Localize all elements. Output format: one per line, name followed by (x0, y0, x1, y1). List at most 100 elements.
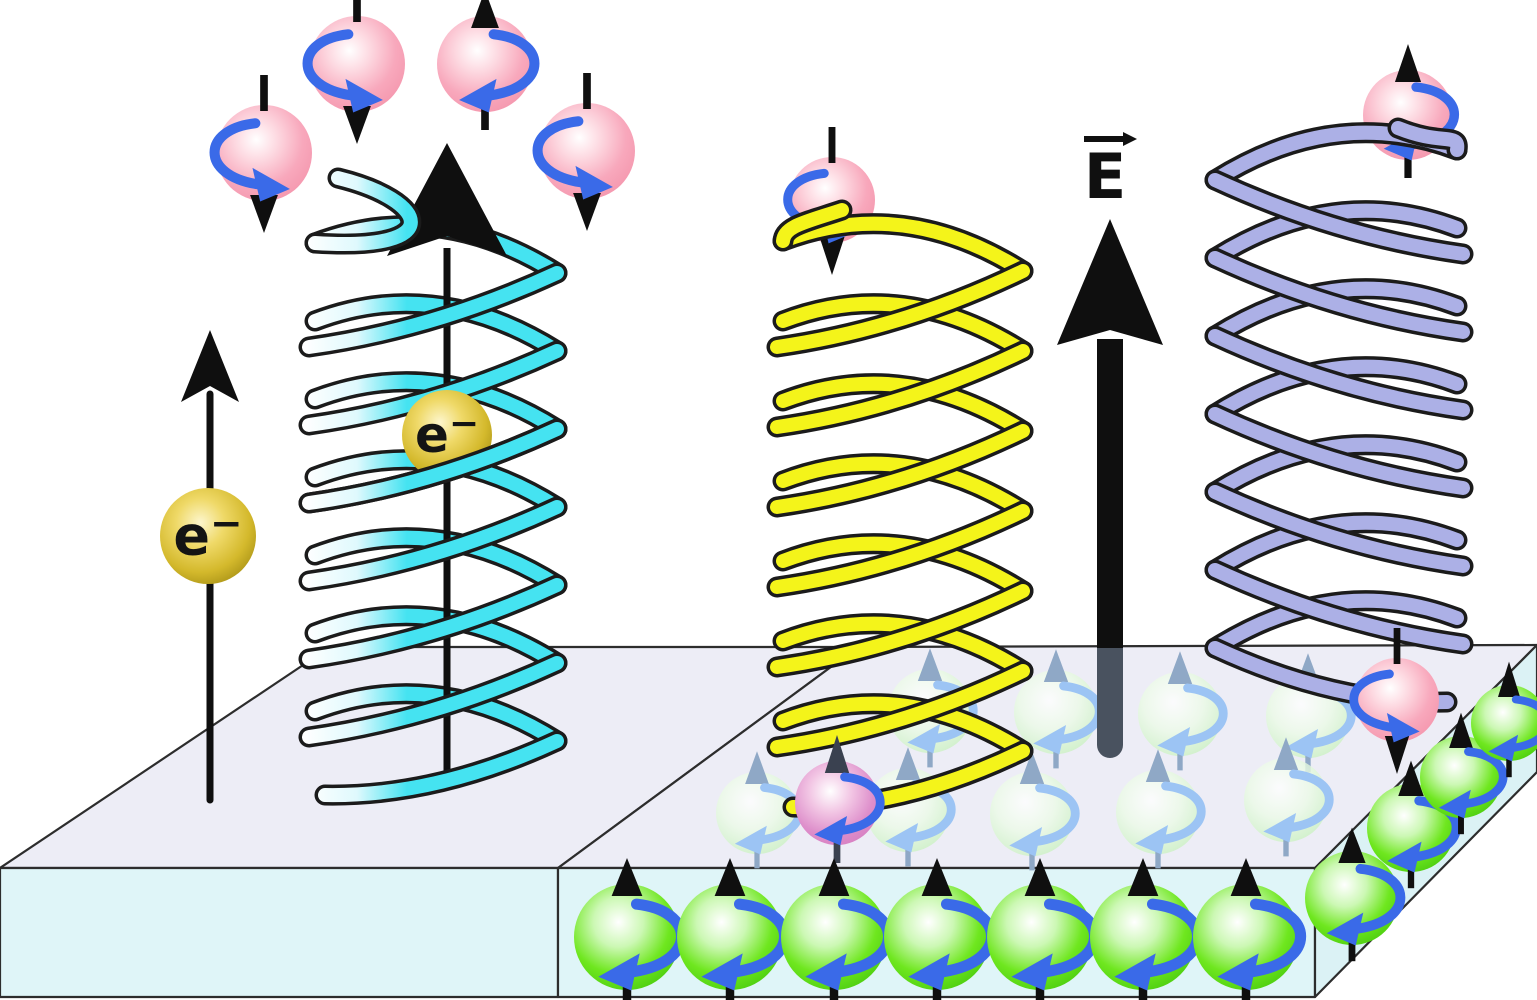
helix-strand (1208, 251, 1470, 339)
precession-arrowhead (345, 78, 383, 113)
cyan-helix-front-strands (298, 167, 568, 806)
helix-strand (770, 424, 1030, 514)
electron-label: e− (415, 404, 479, 465)
helix-strand (1208, 407, 1470, 495)
helix-strand (770, 584, 1030, 674)
electric-field-arrow: E (1057, 132, 1163, 758)
precession-arrow (1353, 863, 1406, 934)
incoming-electron-sphere (437, 0, 540, 130)
electron-label-base: e (415, 406, 449, 464)
helix-strand (302, 266, 564, 354)
precession-arrowhead (805, 953, 847, 991)
incoming-electron-sphere (302, 0, 405, 144)
precession-arrowhead (459, 78, 497, 113)
helix-strand (776, 216, 1030, 278)
spin-up-arrowhead (917, 648, 943, 681)
precession-arrow (931, 680, 978, 743)
helix-strand (1208, 359, 1464, 421)
cyan-helix-back-strands (304, 215, 568, 752)
purple-helix-front-strands (1204, 169, 1474, 713)
spin-up-arrowhead (824, 735, 850, 773)
surface-spin-sphere-faded (1138, 651, 1228, 771)
precession-arrowhead (1285, 729, 1319, 759)
helix-strand (1208, 515, 1464, 577)
precession-arrow (486, 29, 540, 101)
precession-arrowhead (1263, 813, 1297, 843)
helix-strand (308, 686, 564, 748)
precession-arrow (1462, 747, 1508, 808)
surface-spin-sphere-faded (1014, 649, 1104, 769)
spin-up-arrowhead (1394, 44, 1422, 82)
helix-strand (776, 616, 1030, 678)
spin-up-arrowhead (1043, 649, 1069, 682)
yellow-helix-molecule (766, 127, 1034, 863)
polarized-electron-purple-bottom (1349, 628, 1439, 774)
spin-up-arrowhead (895, 747, 921, 780)
precession-arrow (1349, 669, 1396, 732)
helix-strand (302, 578, 564, 666)
precession-arrow (1033, 783, 1080, 846)
efield-label: E (1084, 140, 1126, 213)
magnet-spin-sphere-side (1305, 827, 1406, 962)
helix-strand (776, 376, 1030, 438)
helix-strand (1208, 203, 1464, 265)
surface-spin-sphere-faded (990, 751, 1080, 871)
precession-arrowhead (1009, 827, 1043, 857)
yellow-helix-back-strands (772, 199, 1034, 762)
spin-up-arrowhead (1019, 751, 1045, 784)
spin-up-arrowhead (921, 858, 953, 896)
electron-label-superscript: − (449, 404, 479, 445)
precession-arrowhead (252, 167, 290, 202)
helix-strand (770, 264, 1030, 354)
helix-strand (1208, 329, 1470, 417)
surface-spin-lattice (716, 648, 1356, 871)
precession-arrowhead (908, 953, 950, 991)
spin-up-arrowhead (1127, 858, 1159, 896)
precession-arrow (209, 118, 263, 190)
helix-strand (302, 422, 564, 510)
magnet-spin-sphere-front (884, 858, 998, 1000)
helix-strand (776, 456, 1030, 518)
gold-electron-sphere-left (160, 488, 256, 584)
purple-helix-molecule (1204, 44, 1474, 774)
spin-up-arrowhead (818, 858, 850, 896)
spin-down-arrowhead (819, 237, 845, 275)
helix-strand (1208, 563, 1470, 651)
precession-arrow (532, 116, 586, 188)
electron-path-arrowhead (181, 330, 239, 402)
precession-arrowhead (1438, 789, 1471, 819)
precession-arrowhead (1387, 841, 1422, 873)
spin-up-arrowhead (1230, 858, 1262, 896)
precession-arrowhead (1217, 953, 1259, 991)
cyan-helix-overlay-strand (298, 418, 568, 514)
helix-strand (776, 696, 1030, 758)
spin-down-arrowhead (343, 106, 371, 144)
precession-arrowhead (1011, 953, 1053, 991)
spin-up-arrowhead (1024, 858, 1056, 896)
helix-strand (776, 296, 1030, 358)
electron-label: e− (173, 502, 242, 568)
spin-up-arrowhead (745, 751, 769, 784)
spin-down-arrowhead (573, 193, 601, 231)
helix-strand (302, 500, 564, 588)
precession-arrowhead (575, 165, 613, 200)
spin-up-arrowhead (1338, 827, 1366, 863)
incoming-electron-sphere (209, 75, 312, 233)
precession-arrow (302, 29, 356, 101)
precession-arrowhead (598, 953, 640, 991)
precession-arrowhead (814, 816, 848, 846)
magnet-spin-sphere-side (1420, 712, 1508, 835)
helix-strand (776, 203, 849, 248)
helix-strand (1391, 121, 1465, 157)
free-electron-trajectory: e− (160, 330, 256, 804)
spin-up-arrowhead (1273, 737, 1299, 770)
spin-up-arrowhead (1449, 712, 1473, 748)
magnet-spin-sphere-front (1193, 858, 1307, 1000)
efield-vector-bar-arrowhead (1123, 132, 1137, 146)
spin-up-arrowhead (471, 0, 499, 28)
precession-arrowhead (1326, 912, 1364, 946)
magnet-front-face-spins (574, 858, 1307, 1000)
cyan-helix-molecule: e− (298, 143, 568, 806)
